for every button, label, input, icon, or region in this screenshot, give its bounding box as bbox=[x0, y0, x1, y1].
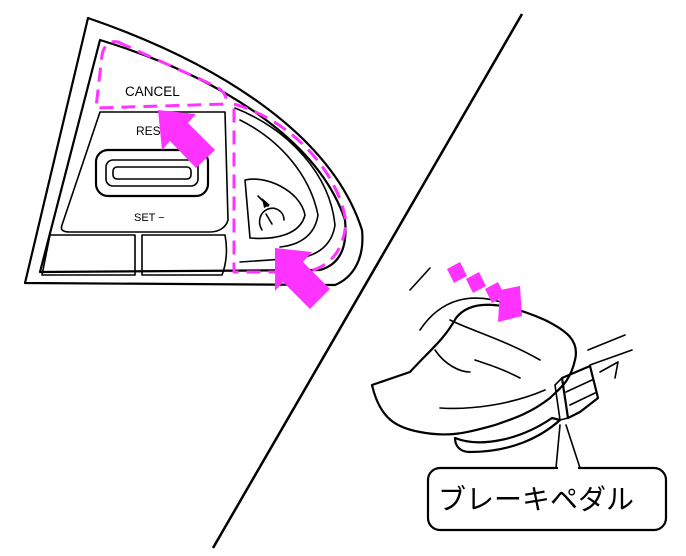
cancel-highlight bbox=[94, 40, 228, 110]
divider-line bbox=[211, 13, 524, 549]
cruise-highlight bbox=[232, 102, 348, 274]
brake-pedal-label: ブレーキペダル bbox=[438, 484, 634, 515]
brake-pedal-illustration bbox=[370, 262, 633, 469]
brake-pedal-callout: ブレーキペダル bbox=[426, 466, 668, 532]
cruise-control-icon bbox=[257, 195, 285, 231]
set-label: SET − bbox=[134, 212, 165, 224]
magenta-arrow-cruise bbox=[275, 248, 330, 309]
magenta-arrow-brake bbox=[447, 262, 522, 322]
magenta-arrow-cancel bbox=[158, 110, 215, 168]
steering-wheel-spoke: CANCEL RES SET − bbox=[23, 16, 364, 309]
cruise-control-button[interactable] bbox=[244, 178, 306, 240]
lower-left-button[interactable] bbox=[41, 234, 136, 276]
shoe bbox=[370, 303, 578, 436]
res-label: RES bbox=[136, 124, 161, 138]
cancel-label: CANCEL bbox=[125, 84, 180, 99]
lower-right-button[interactable] bbox=[141, 234, 228, 276]
res-set-switch[interactable] bbox=[94, 148, 210, 198]
